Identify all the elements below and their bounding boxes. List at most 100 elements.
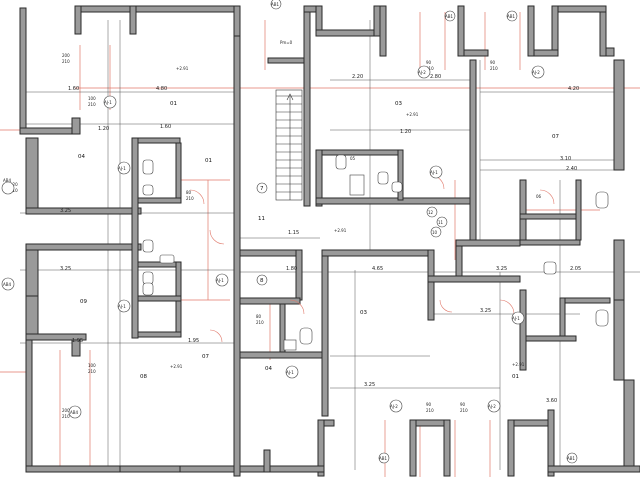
door-tag: AB1: [567, 456, 575, 461]
opening-size: 210: [460, 408, 468, 413]
room-labels: 01 04 01 03 07 09 07 08 11 03 04 01 05 0…: [78, 101, 559, 380]
dimension-text: 3.60: [546, 398, 557, 404]
room-label: 04: [78, 154, 85, 160]
sink-icon: [391, 181, 403, 193]
level-mark: +2.91: [406, 112, 419, 117]
opening-sizes: 100 210 100 210 200 210 200 210 90 210 9…: [10, 53, 498, 419]
toilet-icon: [142, 159, 154, 175]
sink-icon: [543, 261, 557, 275]
dimension-text: 1.95: [72, 338, 83, 344]
dimension-text: 4.20: [568, 86, 579, 92]
access-tag: AJ-2: [532, 70, 540, 75]
access-tag: AJ-1: [104, 100, 112, 105]
sink-icon: [283, 339, 297, 351]
toilet-icon: [142, 282, 154, 296]
access-tag: AJ-1: [216, 278, 224, 283]
dimension-text: 2.05: [570, 266, 581, 272]
door-swings: [189, 174, 555, 343]
opening-size: 210: [62, 59, 70, 64]
dimension-text: 1.15: [288, 230, 299, 236]
door-tag: AB1: [445, 14, 453, 19]
grid-marker: 12: [428, 210, 434, 215]
grid-marker: 8: [260, 278, 264, 284]
dimension-text: 4.80: [156, 86, 167, 92]
access-tag: AJ-2: [390, 404, 398, 409]
dimension-text: 3.25: [364, 382, 375, 388]
dimension-text: 1.80: [286, 266, 297, 272]
opening-size: 200: [62, 53, 70, 58]
opening-size: 210: [426, 66, 434, 71]
toilet-icon: [595, 191, 609, 209]
dimension-texts: 4.80 1.60 1.20 1.60 3.25 3.25 1.95 1.95 …: [60, 74, 581, 404]
room-label: 03: [395, 101, 402, 107]
toilet-icon: [299, 327, 313, 345]
door-tag: AB4: [70, 410, 78, 415]
sink-icon: [159, 254, 175, 264]
dimension-text: 1.60: [160, 124, 171, 130]
level-mark: +2.91: [334, 228, 347, 233]
opening-size: 90: [460, 402, 466, 407]
dimension-text: 3.25: [60, 266, 71, 272]
access-tags: AJ-1 AJ-1 AJ-1 AJ-2 AJ-2 AJ-1 AJ-2 AJ-2 …: [103, 65, 545, 413]
dimension-text: 3.25: [496, 266, 507, 272]
opening-size: 210: [62, 414, 70, 419]
opening-size: 100: [88, 96, 96, 101]
door-tag: AB1: [507, 14, 515, 19]
room-label: 08: [140, 374, 147, 380]
room-label: 07: [202, 354, 209, 360]
opening-size: 100: [88, 363, 96, 368]
opening-size: 210: [186, 196, 194, 201]
dimension-text: 1.95: [188, 338, 199, 344]
opening-size: 210: [88, 369, 96, 374]
opening-size: 90: [426, 402, 432, 407]
level-mark: +2.91: [176, 66, 189, 71]
room-label: 11: [258, 216, 265, 222]
room-label: 03: [360, 310, 367, 316]
room-label: 09: [80, 299, 87, 305]
access-tag: AJ-1: [512, 316, 520, 321]
dimension-text: 1.20: [400, 129, 411, 135]
level-mark: +2.91: [170, 364, 183, 369]
opening-size: 210: [426, 408, 434, 413]
access-tag: AJ-1: [286, 370, 294, 375]
opening-size: 90: [490, 60, 496, 65]
door-tag: AB1: [379, 456, 387, 461]
level-marks: +2.91 +2.91 +2.91 +2.91 +2.91 Pm=0: [170, 40, 525, 369]
dimension-text: 2.20: [352, 74, 363, 80]
room-label: 01: [205, 158, 212, 164]
bathroom-fixtures: [142, 154, 609, 351]
dimension-text: 4.65: [372, 266, 383, 272]
room-label: 01: [512, 374, 519, 380]
opening-size: 200: [62, 408, 70, 413]
dimension-text: 2.80: [430, 74, 441, 80]
toilet-icon: [142, 239, 154, 253]
opening-size: 210: [10, 188, 18, 193]
access-tag: AJ-2: [418, 70, 426, 75]
toilet-icon: [142, 184, 154, 196]
room-label: 05: [350, 156, 356, 161]
toilet-icon: [595, 309, 609, 327]
toilet-icon: [335, 154, 347, 170]
opening-size: 210: [88, 102, 96, 107]
opening-size: 120: [10, 182, 18, 187]
window-guides: [0, 12, 640, 477]
toilet-icon: [377, 171, 389, 185]
opening-size: 210: [256, 320, 264, 325]
opening-size: 90: [426, 60, 432, 65]
staircase: [275, 89, 303, 201]
grid-marker: 11: [438, 220, 444, 225]
opening-size: 80: [186, 190, 192, 195]
door-tags: AB1 AB1 AB1 AB4 AB4 AB4 AB1 AB1: [1, 0, 578, 464]
room-label: 07: [552, 134, 559, 140]
dimension-text: 3.25: [480, 308, 491, 314]
access-tag: AJ-1: [118, 166, 126, 171]
access-tag: AJ-2: [488, 404, 496, 409]
dimension-text: 2.40: [566, 166, 577, 172]
level-mark: +2.91: [512, 362, 525, 367]
room-label: 04: [265, 366, 272, 372]
opening-size: 80: [256, 314, 262, 319]
dimension-text: 1.20: [98, 126, 109, 132]
room-label: 06: [536, 194, 542, 199]
dimension-lines: [20, 20, 640, 470]
